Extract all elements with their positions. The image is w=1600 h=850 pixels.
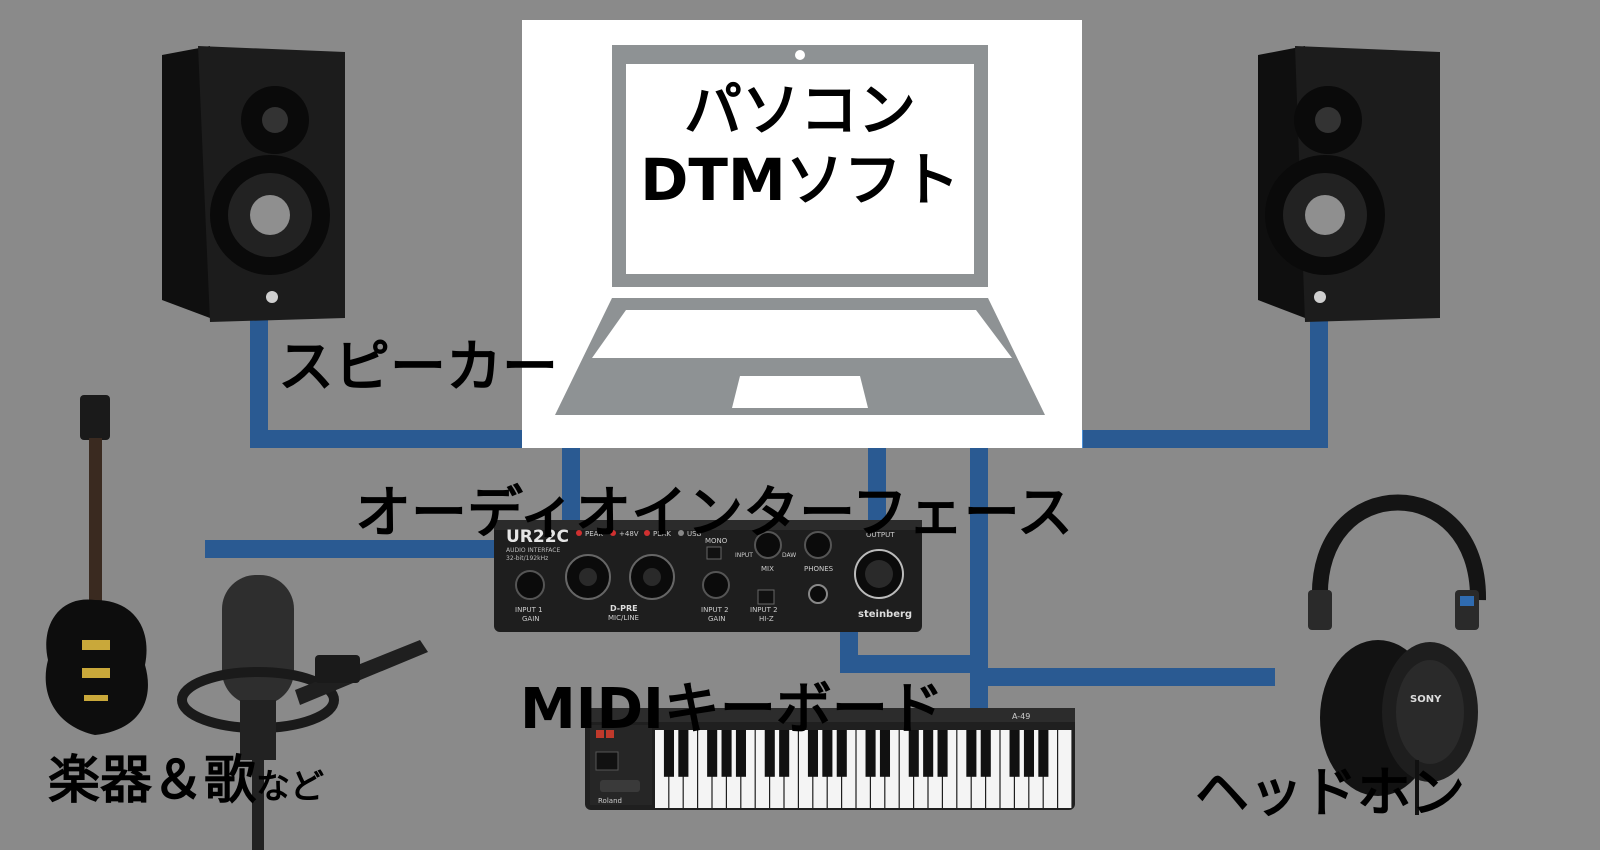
audio-interface-label: オーディオインターフェース bbox=[355, 481, 1073, 546]
black-key bbox=[807, 730, 819, 777]
svg-text:DAW: DAW bbox=[782, 552, 796, 559]
instruments-label-suffix: など bbox=[256, 767, 325, 807]
svg-text:INPUT 2: INPUT 2 bbox=[701, 606, 729, 614]
black-key bbox=[764, 730, 775, 777]
svg-text:GAIN: GAIN bbox=[522, 615, 540, 623]
black-key bbox=[923, 730, 934, 777]
svg-text:INPUT 2: INPUT 2 bbox=[750, 606, 778, 614]
instruments-label-main: 楽器＆歌 bbox=[48, 751, 257, 811]
svg-text:D-PRE: D-PRE bbox=[610, 604, 638, 613]
interface-spec: 32-bit/192kHz bbox=[506, 555, 548, 562]
black-key bbox=[663, 730, 675, 777]
svg-text:OUTPUT: OUTPUT bbox=[866, 531, 895, 539]
black-key bbox=[836, 730, 847, 777]
black-key bbox=[678, 730, 689, 777]
interface-model: UR22C bbox=[506, 527, 569, 547]
svg-text:INPUT: INPUT bbox=[735, 552, 753, 559]
laptop-icon bbox=[555, 45, 1045, 415]
svg-text:HI-Z: HI-Z bbox=[759, 615, 774, 623]
guitar-icon bbox=[45, 395, 148, 735]
black-key bbox=[1023, 730, 1035, 777]
svg-text:+48V: +48V bbox=[619, 530, 639, 538]
svg-text:PHONES: PHONES bbox=[804, 565, 834, 573]
svg-text:MONO: MONO bbox=[705, 537, 728, 545]
speaker-label: スピーカー bbox=[278, 335, 558, 400]
midi-keyboard-label: MIDIキーボード bbox=[520, 677, 944, 742]
computer-title: パソコン DTMソフト bbox=[640, 75, 960, 215]
svg-text:GAIN: GAIN bbox=[708, 615, 726, 623]
black-key bbox=[966, 730, 977, 777]
black-key bbox=[735, 730, 747, 777]
black-key bbox=[937, 730, 948, 777]
black-key bbox=[779, 730, 790, 777]
black-key bbox=[1038, 730, 1049, 777]
black-key bbox=[1009, 730, 1020, 777]
black-key bbox=[707, 730, 718, 777]
svg-text:PEAK: PEAK bbox=[585, 530, 603, 538]
black-key bbox=[822, 730, 833, 777]
computer-title-line2: DTMソフト bbox=[640, 146, 960, 214]
instruments-label: 楽器＆歌など bbox=[48, 738, 324, 813]
svg-text:USB: USB bbox=[687, 530, 702, 538]
headphones-icon: SONY bbox=[1308, 494, 1487, 815]
microphone-icon bbox=[177, 575, 428, 850]
black-key bbox=[721, 730, 732, 777]
black-key bbox=[980, 730, 991, 777]
svg-text:MIC/LINE: MIC/LINE bbox=[608, 614, 639, 622]
svg-text:MIX: MIX bbox=[761, 565, 774, 573]
speaker-left-icon bbox=[162, 46, 345, 322]
keyboard-model: A-49 bbox=[1012, 712, 1030, 721]
speaker-right-icon bbox=[1258, 46, 1440, 322]
headphone-brand: SONY bbox=[1410, 694, 1442, 705]
svg-text:steinberg: steinberg bbox=[858, 609, 912, 620]
cables bbox=[205, 300, 1328, 710]
svg-text:PEAK: PEAK bbox=[653, 530, 671, 538]
keyboard-brand: Roland bbox=[598, 797, 622, 805]
headphones-label: ヘッドホン bbox=[1195, 761, 1465, 824]
svg-text:INPUT 1: INPUT 1 bbox=[515, 606, 543, 614]
midi-keyboard-icon: Roland A-49 bbox=[585, 708, 1075, 810]
black-key bbox=[879, 730, 891, 777]
audio-interface-icon: UR22C AUDIO INTERFACE 32-bit/192kHz PEAK… bbox=[494, 520, 922, 632]
black-key bbox=[908, 730, 919, 777]
white-key bbox=[1058, 730, 1072, 808]
interface-sub: AUDIO INTERFACE bbox=[506, 547, 560, 554]
computer-title-line1: パソコン bbox=[683, 76, 916, 144]
black-key bbox=[865, 730, 876, 777]
